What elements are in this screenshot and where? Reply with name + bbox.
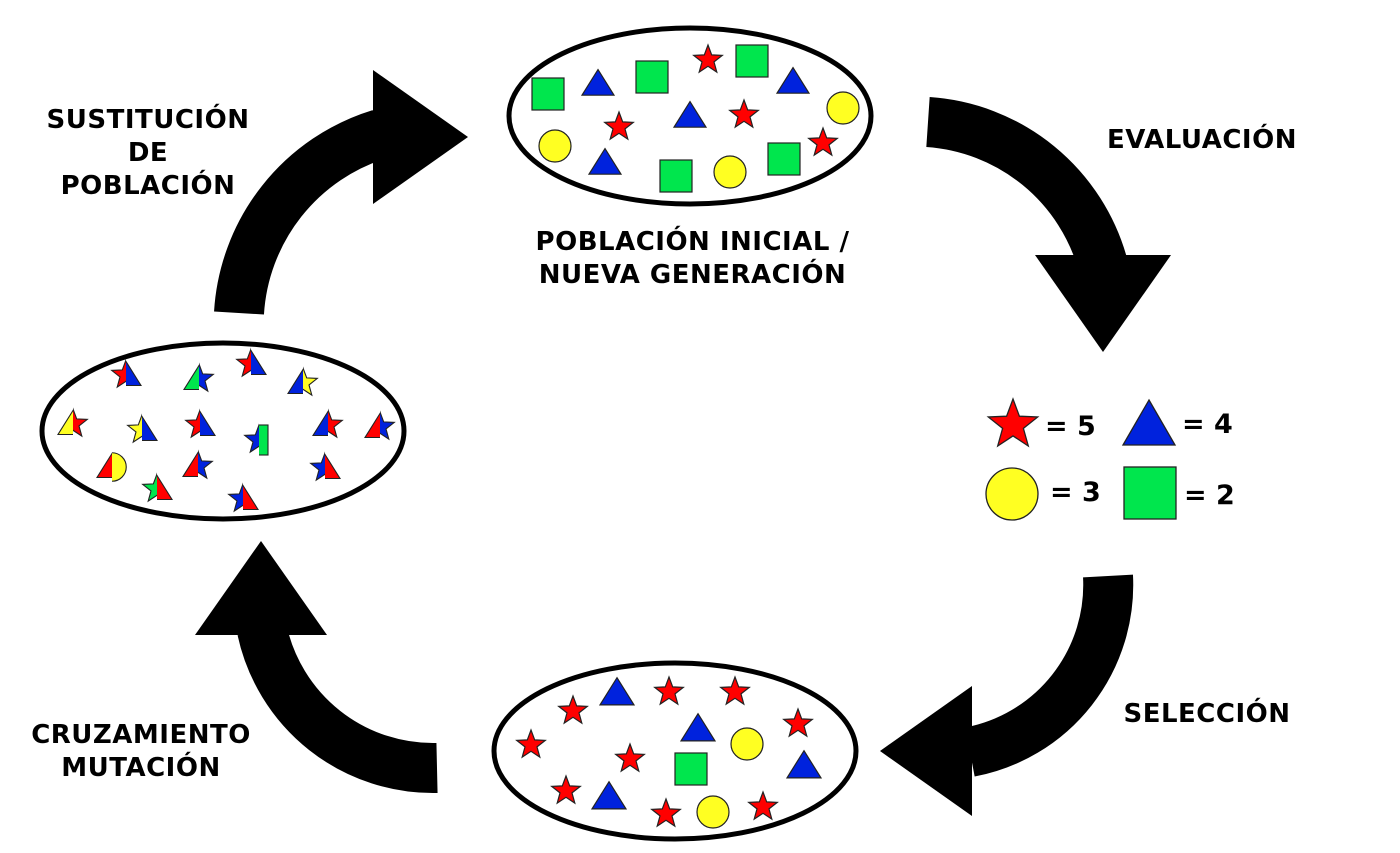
circle-icon [730,727,764,761]
star-icon [719,675,751,706]
offspring-shape-icon [312,408,344,439]
population-selected-ellipse [491,660,859,842]
offspring-shape-icon [182,449,214,480]
offspring-shape-icon [141,472,173,503]
arrow-evaluation [925,97,1171,352]
triangle-icon [679,712,717,742]
label-line: CRUZAMIENTO [31,720,251,750]
arrow-replacement [214,70,468,316]
triangle-icon [590,780,628,810]
label-initial-population: POBLACIÓN INICIAL / NUEVA GENERACIÓN [520,226,865,292]
square-icon [735,44,769,78]
label-replacement: SUSTITUCIÓN DE POBLACIÓN [26,104,270,203]
cycle-arrows [195,70,1171,816]
legend-triangle-icon [1121,398,1177,446]
triangle-icon [598,676,636,706]
label-evaluation: EVALUACIÓN [1090,124,1314,157]
legend-value-circle: = 3 [1050,477,1101,508]
offspring-shape-icon [364,410,396,441]
label-crossover-mutation: CRUZAMIENTO MUTACIÓN [18,719,264,785]
fitness-legend-shapes [985,397,1177,521]
offspring-shape-icon [243,423,269,456]
label-line: POBLACIÓN INICIAL / [535,227,850,257]
star-icon [747,790,779,821]
offspring-shape-icon [110,358,142,389]
offspring-shape-icon [57,407,89,438]
square-icon [635,60,669,94]
label-line: DE [127,138,169,168]
triangle-icon [587,147,623,175]
population-offspring-ellipse [39,340,407,522]
triangle-icon [672,100,708,128]
offspring-shape-icon [309,451,341,482]
star-icon [650,797,682,828]
offspring-shape-icon [184,408,216,439]
square-icon [674,752,708,786]
legend-value-square: = 2 [1184,480,1235,511]
offspring-shape-icon [126,413,158,444]
square-icon [659,159,693,193]
circle-icon [713,155,747,189]
star-icon [782,707,814,738]
legend-square-icon [1123,466,1177,520]
star-icon [807,126,839,157]
legend-star-icon [986,397,1040,448]
star-icon [653,675,685,706]
label-line: NUEVA GENERACIÓN [538,260,847,290]
triangle-icon [775,66,811,94]
legend-circle-icon [985,467,1039,521]
circle-icon [826,91,860,125]
legend-value-star: = 5 [1045,411,1096,442]
label-line: SELECCIÓN [1123,699,1291,729]
offspring-shape-icon [235,347,267,378]
label-selection: SELECCIÓN [1110,698,1304,731]
label-line: MUTACIÓN [61,753,221,783]
star-icon [692,43,724,74]
square-icon [767,142,801,176]
triangle-icon [580,68,616,96]
circle-icon [696,795,730,829]
offspring-shape-icon [227,482,259,513]
star-icon [557,694,589,725]
star-icon [614,742,646,773]
star-icon [515,728,547,759]
arrow-selection [880,574,1134,816]
population-initial-ellipse [506,25,874,207]
label-line: EVALUACIÓN [1107,125,1297,155]
circle-icon [538,129,572,163]
offspring-shape-icon [96,452,127,482]
triangle-icon [785,749,823,779]
label-line: POBLACIÓN [60,171,236,201]
arrow-crossover-mutation [195,541,438,794]
star-icon [603,110,635,141]
offspring-shape-icon [183,362,215,393]
square-icon [531,77,565,111]
label-line: SUSTITUCIÓN [46,105,250,135]
offspring-shape-icon [287,366,319,397]
star-icon [550,774,582,805]
legend-value-triangle: = 4 [1182,409,1233,440]
star-icon [728,98,760,129]
